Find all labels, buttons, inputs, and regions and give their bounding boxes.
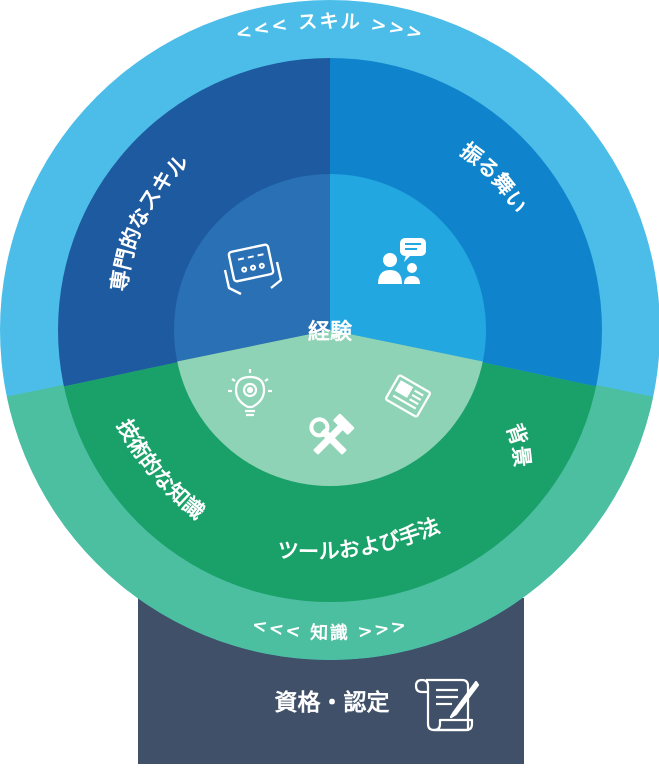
lightbulb-gear-icon (228, 369, 272, 417)
inner-knowledge-sector (174, 330, 486, 486)
tools-icon (309, 413, 355, 455)
tablet-hands-icon (223, 243, 283, 296)
experience-label: 経験 (308, 319, 353, 345)
knowledge-segment (58, 330, 602, 602)
certification-label: 資格・認定 (275, 689, 390, 716)
people-speech-icon (378, 238, 426, 284)
certificate-scroll-icon (414, 678, 480, 732)
newspaper-icon (385, 374, 431, 418)
